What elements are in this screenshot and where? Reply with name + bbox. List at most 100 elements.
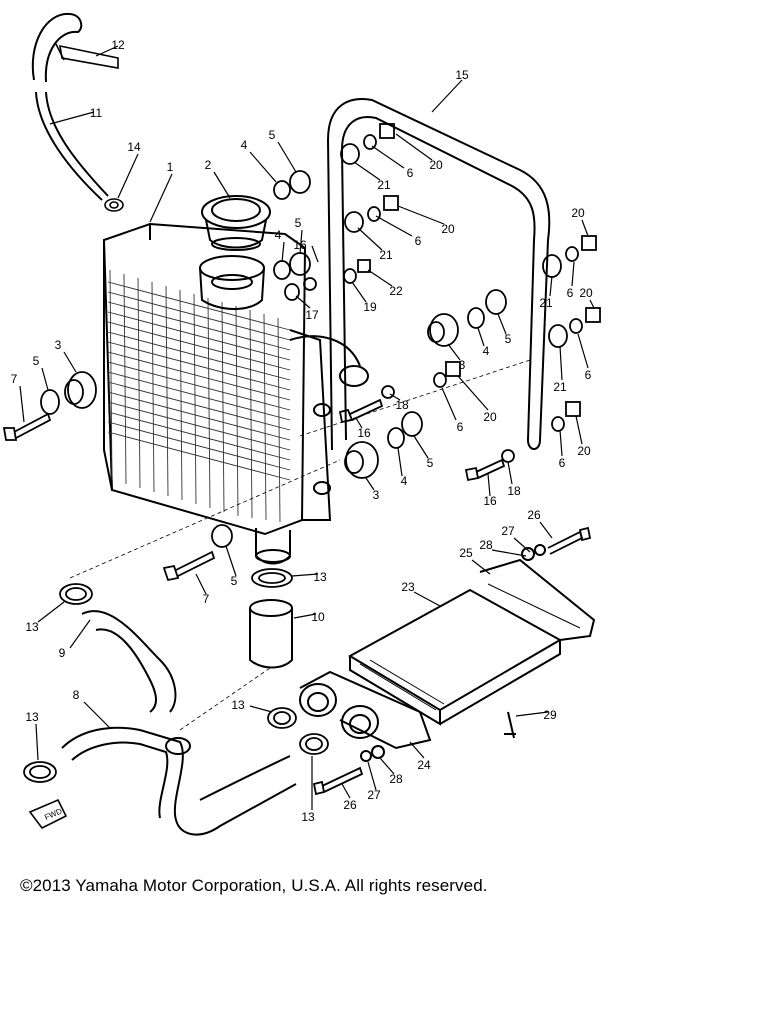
hose-clip-12 (55, 43, 119, 69)
callout-c27b: 27 (367, 788, 381, 802)
leader-line-c26a (539, 521, 553, 539)
front-marker-label: FWD (43, 806, 64, 822)
callout-c6f: 6 (559, 456, 566, 470)
bolts (2, 398, 592, 796)
callout-c29: 29 (543, 708, 557, 722)
leader-line-c6b (375, 215, 413, 237)
leader-line-c3c (365, 477, 375, 491)
callout-c5c: 5 (505, 332, 512, 346)
leader-line-c7b (195, 573, 207, 595)
hoses (61, 599, 297, 836)
callout-c10: 10 (311, 610, 325, 624)
callout-c6e: 6 (457, 420, 464, 434)
hose-clamp-14 (104, 198, 124, 212)
radiator (102, 222, 369, 565)
leader-line-c1 (149, 173, 173, 223)
callout-c21a: 21 (377, 178, 391, 192)
leader-line-c20b (397, 205, 445, 225)
callout-c13b: 13 (313, 570, 327, 584)
callout-c7b: 7 (203, 592, 210, 606)
callout-c4a: 4 (241, 138, 248, 152)
callout-c28a: 28 (479, 538, 493, 552)
leader-line-c24 (409, 741, 425, 759)
leader-line-c5b (299, 229, 303, 255)
callout-c24: 24 (417, 758, 431, 772)
hose-clamps (23, 568, 329, 783)
leader-line-c13b (291, 573, 319, 577)
callout-c2: 2 (205, 158, 212, 172)
leader-line-c29 (515, 711, 549, 717)
leader-line-c23 (413, 591, 441, 607)
leader-line-c18b (507, 461, 513, 485)
leader-line-c7a (19, 385, 25, 423)
leader-line-c21c (549, 275, 553, 297)
copyright-notice: ©2013 Yamaha Motor Corporation, U.S.A. A… (20, 876, 488, 895)
leader-line-c5a (277, 141, 297, 173)
radiator-cap (201, 195, 271, 251)
callout-c12: 12 (111, 38, 125, 52)
callout-c26b: 26 (343, 798, 357, 812)
leader-line-c20e (457, 375, 489, 411)
callout-c3b: 3 (459, 358, 466, 372)
callout-c13a: 13 (25, 620, 39, 634)
callout-c15: 15 (455, 68, 469, 82)
leader-line-c27b (367, 761, 377, 791)
callout-c17: 17 (305, 308, 319, 322)
callout-c5f: 5 (231, 574, 238, 588)
leader-line-c22 (367, 269, 393, 287)
leader-line-c5d (413, 435, 429, 459)
leader-line-c19 (351, 281, 367, 303)
callout-c20e: 20 (483, 410, 497, 424)
hardware (40, 123, 601, 548)
leader-line-c4b (281, 241, 285, 263)
leader-line-c6d (577, 333, 589, 369)
leader-line-c6e (441, 387, 457, 421)
alignment-lines (69, 359, 531, 731)
callout-c11: 11 (90, 106, 103, 120)
leader-line-c14 (117, 153, 139, 199)
leader-line-c6f (559, 429, 563, 457)
leader-line-c5c (497, 313, 507, 335)
callout-c25: 25 (459, 546, 473, 560)
leader-line-c5f (225, 545, 237, 577)
leader-line-c20c (581, 219, 589, 237)
callout-c19: 19 (363, 300, 377, 314)
radiator-core-fins (107, 269, 291, 523)
callout-c27a: 27 (501, 524, 515, 538)
callout-c21c: 21 (539, 296, 553, 310)
leader-line-c12 (95, 45, 119, 57)
leader-line-c3a (63, 351, 77, 373)
callout-c5e: 5 (33, 354, 40, 368)
leader-line-c20f (575, 415, 583, 445)
leader-line-c21a (353, 161, 381, 181)
callout-c6b: 6 (415, 234, 422, 248)
leader-line-c20a (395, 133, 433, 161)
leader-line-c3b (447, 343, 461, 361)
leader-line-c27a (513, 537, 531, 553)
leader-line-c4d (397, 447, 403, 477)
overflow-hose (31, 12, 109, 201)
callout-c6a: 6 (407, 166, 414, 180)
leader-line-c25 (471, 559, 491, 575)
callout-c20a: 20 (429, 158, 443, 172)
callout-c6d: 6 (585, 368, 592, 382)
callout-c18b: 18 (507, 484, 521, 498)
callout-c1: 1 (167, 160, 174, 174)
leader-line-c16a (311, 245, 319, 263)
callout-c16b: 16 (357, 426, 371, 440)
mounting-frame (326, 98, 551, 451)
callout-c26a: 26 (527, 508, 541, 522)
callout-c20b: 20 (441, 222, 455, 236)
leader-line-c17 (295, 295, 311, 309)
callout-c18a: 18 (395, 398, 409, 412)
callout-c16c: 16 (483, 494, 497, 508)
callout-c7a: 7 (11, 372, 18, 386)
callout-c6c: 6 (567, 286, 574, 300)
callout-c14: 14 (127, 140, 141, 154)
callout-c23: 23 (401, 580, 415, 594)
parts-diagram: FWD 123334444555555666666778910111213131… (2, 12, 601, 836)
leader-line-c28a (491, 549, 527, 557)
leader-line-c4c (477, 327, 485, 347)
leader-line-c16c (487, 473, 491, 497)
